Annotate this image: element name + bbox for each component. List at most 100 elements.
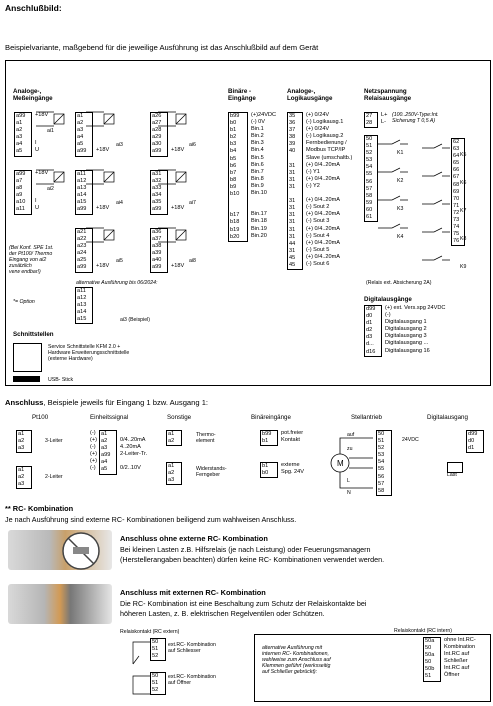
terminal-labels: +18V (93, 170, 109, 215)
terminal-id: b20 (230, 233, 240, 240)
terminal-id: 55 (378, 466, 385, 473)
terminal-id: 54 (378, 459, 385, 466)
terminal-labels: +18V (168, 112, 184, 157)
terminal-id: b4 (230, 148, 237, 155)
terminal-id: 62 (453, 139, 460, 145)
terminal-id: 31 (289, 169, 296, 176)
terminal-label: +18V (96, 147, 110, 154)
prohibited-icon (62, 532, 100, 570)
terminal-label: Bin.7 (251, 168, 264, 175)
terminal-id: d3 (366, 334, 373, 341)
terminal-id: 50a (425, 638, 435, 644)
terminal-id: 37 (289, 127, 296, 134)
terminal-id: a11 (16, 206, 25, 213)
terminal-id: b99 (230, 113, 240, 119)
terminal-id: 38 (289, 134, 296, 141)
terminal-id: 57 (378, 480, 385, 487)
terminal-id: a99 (16, 113, 26, 119)
terminal-id: d1 (366, 320, 373, 327)
ai3-example-label: ai3 (Beispiel) (120, 317, 150, 323)
interfaces-heading: Schnittstellen (13, 331, 54, 338)
terminal-id (289, 191, 301, 198)
digital-load-box (447, 462, 463, 473)
terminal-label: +18V (171, 205, 185, 212)
terminal-id: b9 (230, 183, 237, 190)
terminal-id: b1 (230, 127, 237, 134)
terminal-id: a22 (77, 236, 87, 243)
terminal-id: 45 (289, 261, 296, 268)
terminal-label: Spg. 24V (281, 469, 305, 476)
ai-label: ai6 (189, 142, 196, 148)
terminal-id: b7 (230, 169, 237, 176)
terminal-label: (+)24VDC (251, 112, 277, 118)
terminal-id: 50 (152, 639, 159, 645)
terminal-id: a3 (18, 481, 25, 488)
terminal-polarity: (+) (90, 458, 97, 465)
terminal-id: a5 (101, 466, 108, 473)
terminal-id: b0 (230, 120, 237, 127)
terminal-label: (-) Sout 6 (306, 260, 330, 267)
terminal-id: 53 (378, 452, 385, 459)
terminal-id: a99 (152, 148, 162, 155)
terminal-id: 63 (453, 146, 460, 153)
terminal-id: 51 (425, 673, 432, 680)
relay-label: K3 (397, 206, 404, 212)
terminal-id: a15 (77, 199, 87, 206)
terminal-id: a2 (16, 127, 23, 134)
terminal-label: Bin.19 (251, 225, 267, 232)
terminal-id: a14 (77, 309, 87, 316)
ai-label: ai7 (189, 200, 196, 206)
conn-header-unit-signal: Einheitssignal (90, 414, 129, 421)
relay-label: K2 (397, 178, 404, 184)
terminal-label: L+ (381, 112, 388, 118)
terminal-id: 31 (289, 183, 296, 190)
terminal-id (289, 156, 301, 163)
terminal-id: a99 (77, 148, 87, 155)
actuator-close-label: zu (347, 446, 353, 452)
terminal-id: a25 (77, 257, 87, 264)
relay-label: K5 (460, 152, 467, 158)
terminal-label: Modbus TCP/IP (306, 147, 346, 154)
terminal-id: a30 (152, 141, 162, 148)
terminal-id: 67 (453, 174, 460, 181)
terminal-id: a31 (152, 171, 162, 177)
terminal-id: 51 (152, 680, 159, 687)
terminal-label: (-) Sout 3 (306, 218, 330, 225)
terminal-id: a1 (18, 431, 25, 437)
rc-subtitle: Je nach Ausführung sind externe RC- Komb… (5, 515, 297, 524)
terminal-id: b1 (262, 438, 269, 445)
terminal-id: 31 (289, 219, 296, 226)
terminal-label (251, 204, 276, 211)
terminal-label: externe (281, 462, 300, 468)
terminal-labels: +18V (93, 112, 109, 157)
terminal-label: +18V (35, 112, 49, 118)
terminal-label: Bin.2 (251, 133, 264, 140)
terminal-id: a40 (152, 257, 162, 264)
terminal-id: 50 (378, 431, 385, 437)
terminal-label: Digitalausgang ... (385, 340, 429, 347)
terminal-id: a11 (77, 171, 86, 177)
